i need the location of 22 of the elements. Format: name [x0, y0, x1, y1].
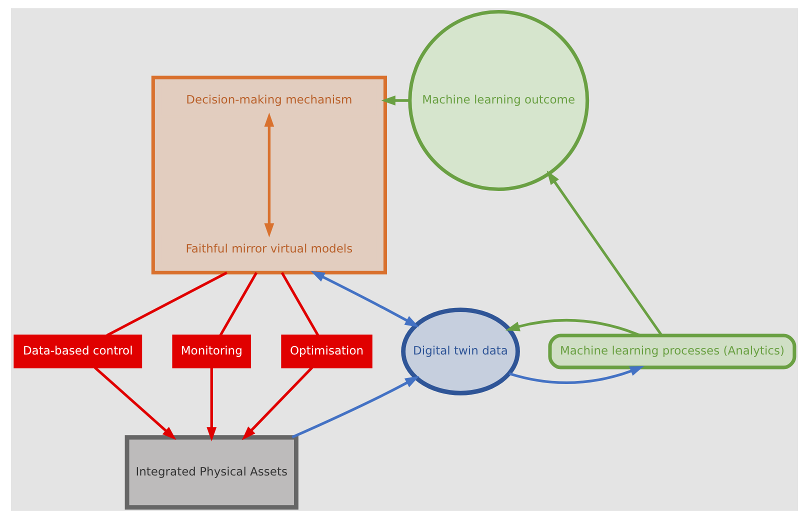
node-box: Machine learning processes (Analytics)	[548, 334, 796, 370]
node-box: Monitoring	[172, 334, 251, 368]
arrow	[310, 270, 419, 328]
node-circle: Machine learning outcome	[408, 10, 589, 192]
node-box: Optimisation	[280, 334, 372, 368]
arrow	[508, 366, 644, 384]
arrow	[206, 367, 216, 442]
arrow	[504, 318, 640, 337]
arrow	[291, 376, 419, 438]
node-box: Integrated Physical Assets	[124, 435, 298, 510]
cluster	[150, 76, 386, 274]
node-text: Faithful mirror virtual models	[185, 242, 352, 256]
arrow	[93, 366, 176, 440]
connector	[106, 271, 227, 337]
arrow	[264, 112, 274, 238]
connector	[218, 272, 258, 336]
arrow	[380, 96, 410, 106]
arrow	[241, 366, 313, 440]
arrow	[546, 170, 662, 336]
node-box: Data-based control	[13, 334, 142, 368]
connector	[280, 272, 319, 336]
node-text: Decision-making mechanism	[186, 92, 352, 107]
